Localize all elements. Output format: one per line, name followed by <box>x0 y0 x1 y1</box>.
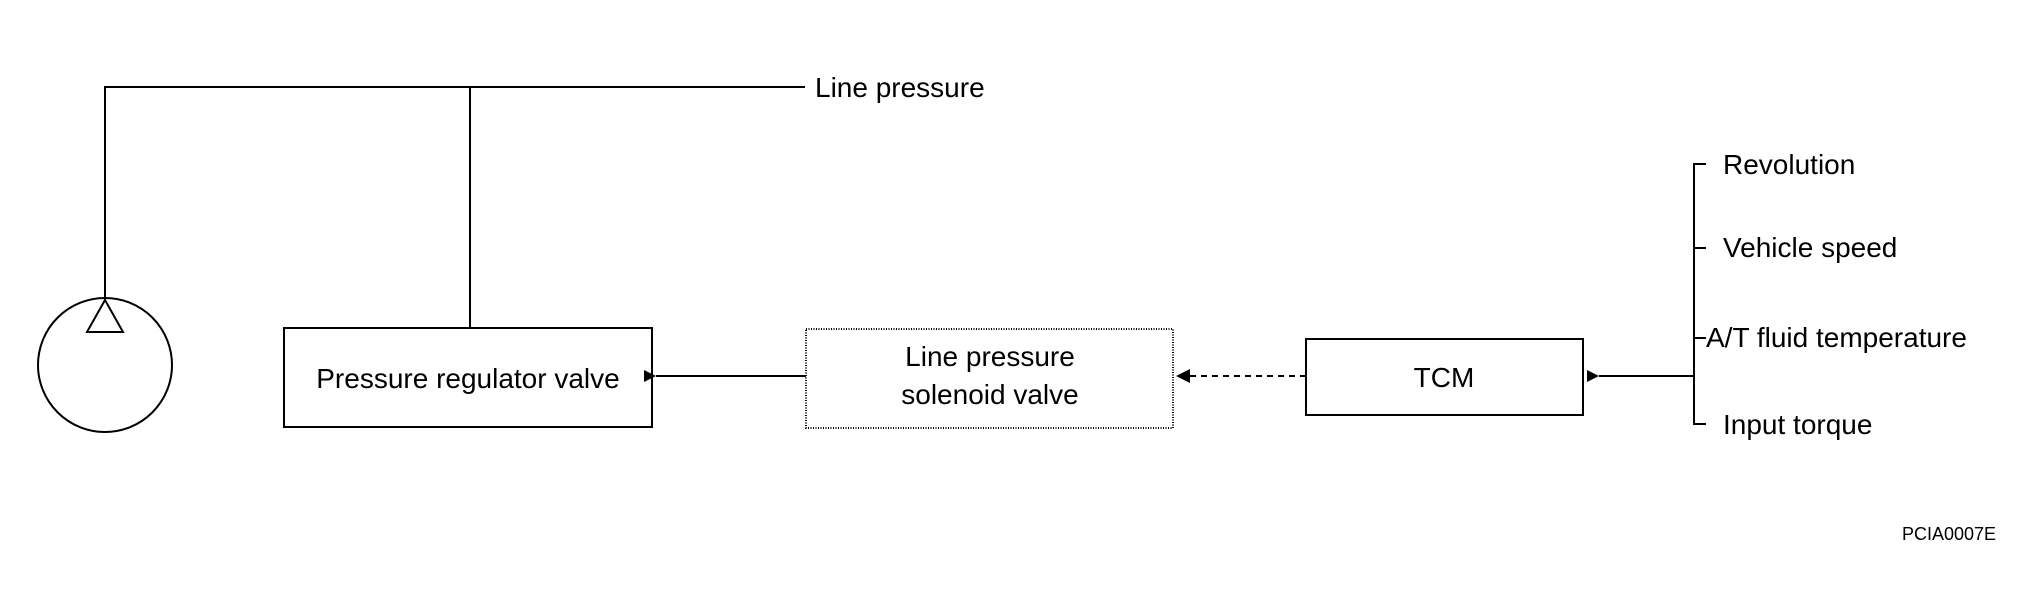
input-vehicle-speed-label: Vehicle speed <box>1723 232 1897 263</box>
pressure-regulator-valve-box: Pressure regulator valve <box>283 327 653 428</box>
figure-code: PCIA0007E <box>1902 524 1996 544</box>
oil-pump-symbol <box>37 297 173 433</box>
input-fluid-temperature-label: A/T fluid temperature <box>1706 322 1967 353</box>
tcm-to-solenoid-arrowhead <box>1176 369 1190 383</box>
solenoid-valve-label-line2: solenoid valve <box>901 379 1078 410</box>
solenoid-valve-label-line1: Line pressure <box>905 341 1075 372</box>
input-torque-label: Input torque <box>1723 409 1872 440</box>
pressure-regulator-valve-label: Pressure regulator valve <box>316 363 619 394</box>
line-pressure-label: Line pressure <box>815 72 985 103</box>
line-pressure-solenoid-valve-box: Line pressure solenoid valve <box>805 328 1174 429</box>
line-pressure-line <box>104 86 805 300</box>
inputs-bracket <box>1693 163 1706 425</box>
tcm-label: TCM <box>1414 362 1475 393</box>
tcm-box: TCM <box>1305 338 1584 416</box>
input-revolution-label: Revolution <box>1723 149 1855 180</box>
